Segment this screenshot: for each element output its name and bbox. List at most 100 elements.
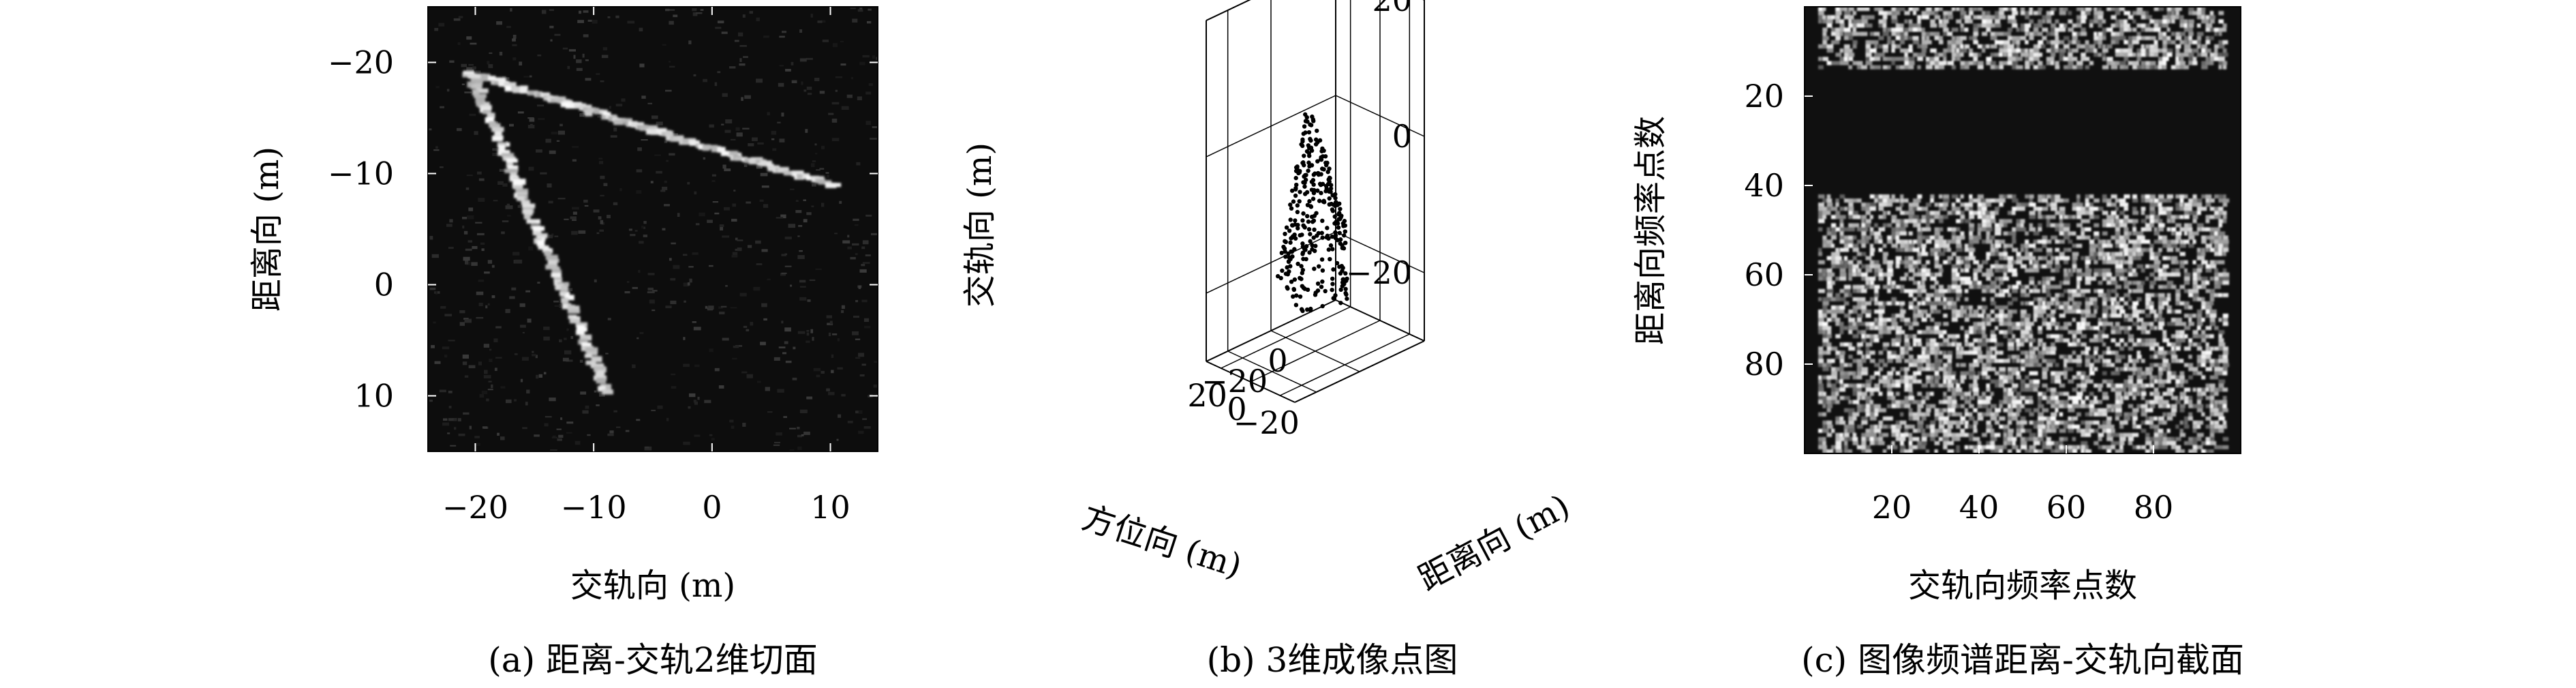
heatmap-a-noise-cell — [562, 357, 569, 362]
heatmap-c-cell — [1830, 15, 1835, 20]
heatmap-c-cell — [1900, 367, 1906, 372]
heatmap-c-cell — [2072, 207, 2079, 211]
heatmap-c-cell — [2158, 383, 2165, 388]
heatmap-a-noise-cell — [610, 135, 617, 138]
heatmap-c-cell — [1917, 379, 1922, 384]
axis-a-xtick-label: 10 — [810, 489, 850, 526]
heatmap-c-cell — [2020, 387, 2025, 392]
heatmap-a-noise-cell — [626, 281, 630, 283]
heatmap-a-noise-cell — [448, 418, 454, 421]
heatmap-c-cell — [2149, 346, 2155, 351]
heatmap-c-cell — [1874, 318, 1878, 323]
heatmap-c-cell — [2149, 219, 2155, 224]
heatmap-c-cell — [1900, 243, 1905, 248]
heatmap-a-noise-cell — [493, 200, 498, 202]
heatmap-a-noise-cell — [529, 117, 535, 122]
scatter-b-point — [1344, 292, 1349, 297]
heatmap-c-cell — [1887, 288, 1892, 293]
heatmap-c-cell — [1861, 219, 1865, 224]
heatmap-c-cell — [2029, 359, 2036, 363]
heatmap-c-cell — [1865, 313, 1871, 318]
heatmap-c-cell — [1856, 297, 1862, 301]
heatmap-c-cell — [1921, 330, 1927, 335]
heatmap-c-cell — [2115, 268, 2120, 273]
heatmap-c-cell — [1848, 215, 1853, 220]
heatmap-c-cell — [1925, 35, 1930, 40]
heatmap-c-cell — [1856, 272, 1864, 277]
heatmap-c-cell — [2106, 61, 2111, 65]
heatmap-c-cell — [1856, 268, 1862, 273]
heatmap-c-cell — [1969, 227, 1975, 232]
heatmap-a-noise-cell — [605, 353, 609, 355]
heatmap-c-cell — [1925, 293, 1931, 297]
heatmap-a-target-cell — [507, 165, 519, 172]
heatmap-a-noise-cell — [442, 422, 450, 426]
heatmap-c-cell — [2076, 223, 2083, 228]
scatter-b-point — [1293, 218, 1298, 223]
heatmap-c-cell — [1874, 235, 1879, 240]
heatmap-c-cell — [1925, 219, 1931, 224]
heatmap-c-cell — [1835, 322, 1840, 327]
heatmap-c-cell — [2003, 318, 2008, 323]
heatmap-a-noise-cell — [732, 252, 738, 256]
heatmap-c-cell — [1835, 350, 1842, 355]
heatmap-c-cell — [2128, 387, 2134, 392]
scatter-b-point — [1308, 122, 1313, 127]
heatmap-a-noise-cell — [549, 9, 554, 12]
heatmap-c-cell — [2115, 408, 2122, 413]
heatmap-c-cell — [1943, 239, 1947, 244]
heatmap-c-cell — [2145, 264, 2149, 269]
scatter-b-point — [1288, 203, 1293, 207]
heatmap-c-cell — [2222, 239, 2229, 244]
heatmap-c-cell — [2072, 395, 2079, 400]
heatmap-c-cell — [1947, 379, 1952, 384]
heatmap-c-cell — [1861, 15, 1866, 20]
heatmap-c-cell — [1973, 235, 1978, 240]
heatmap-c-cell — [1887, 11, 1892, 16]
heatmap-a-noise-cell — [560, 417, 563, 420]
heatmap-c-cell — [2016, 207, 2023, 211]
heatmap-c-cell — [1982, 288, 1988, 293]
heatmap-c-cell — [2123, 326, 2130, 331]
heatmap-a-noise-cell — [862, 240, 869, 245]
heatmap-c-cell — [2119, 53, 2125, 57]
heatmap-c-cell — [2094, 19, 2100, 24]
heatmap-c-cell — [2222, 211, 2227, 215]
heatmap-a-target-cell — [560, 285, 568, 291]
heatmap-a-target-cell — [551, 269, 562, 275]
heatmap-c-cell — [1861, 338, 1867, 343]
heatmap-c-cell — [2055, 395, 2059, 400]
heatmap-c-cell — [1869, 215, 1873, 220]
heatmap-c-cell — [2003, 44, 2008, 49]
heatmap-c-cell — [2042, 350, 2049, 355]
scatter-b-point — [1330, 282, 1335, 286]
heatmap-a-noise-cell — [865, 121, 872, 125]
heatmap-c-cell — [2115, 35, 2121, 40]
heatmap-a-target-cell — [591, 356, 602, 363]
heatmap-a-noise-cell — [613, 127, 617, 132]
heatmap-c-cell — [2068, 367, 2074, 372]
heatmap-c-cell — [1852, 391, 1856, 396]
scatter-b-point — [1313, 290, 1318, 295]
heatmap-c-cell — [1852, 284, 1858, 289]
heatmap-c-cell — [2218, 223, 2222, 228]
heatmap-c-cell — [2192, 280, 2198, 285]
heatmap-c-cell — [1921, 252, 1929, 256]
heatmap-c-cell — [1960, 379, 1965, 384]
heatmap-c-cell — [1925, 342, 1931, 347]
heatmap-a-noise-cell — [564, 350, 572, 355]
heatmap-c-cell — [2055, 194, 2061, 199]
heatmap-c-cell — [2153, 416, 2158, 421]
heatmap-c-cell — [2029, 252, 2033, 256]
heatmap-c-cell — [2132, 194, 2138, 199]
heatmap-c-cell — [2085, 313, 2092, 318]
heatmap-a-noise-cell — [593, 209, 600, 213]
heatmap-c-cell — [1951, 65, 1957, 70]
heatmap-a-noise-cell — [462, 354, 470, 359]
heatmap-c-cell — [2149, 194, 2156, 199]
heatmap-c-cell — [1969, 35, 1974, 40]
heatmap-c-cell — [1973, 57, 1978, 61]
heatmap-c-cell — [2128, 264, 2133, 269]
heatmap-c-cell — [2132, 219, 2138, 224]
axis-a-xlabel: 交轨向 (m) — [570, 567, 735, 605]
